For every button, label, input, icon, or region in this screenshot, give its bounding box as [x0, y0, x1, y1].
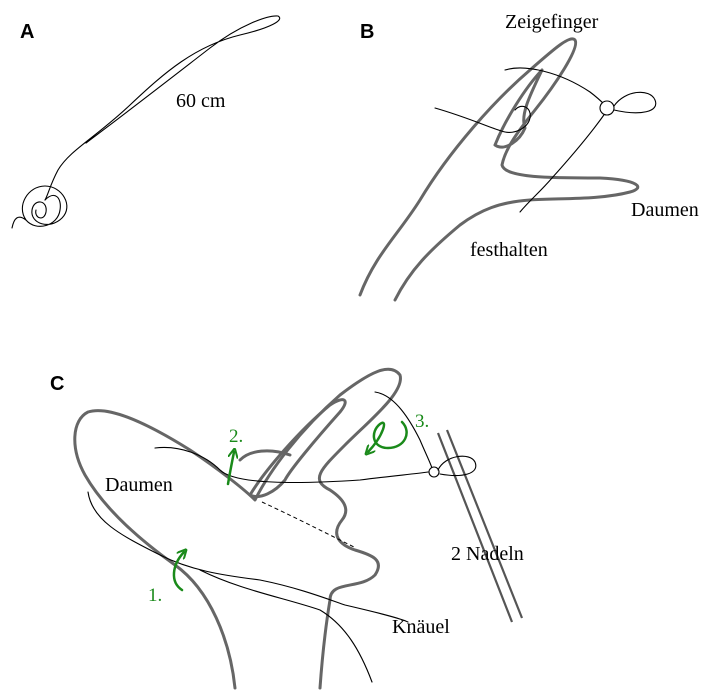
thumb-label-c: Daumen — [105, 474, 173, 496]
step-3-label: 3. — [415, 411, 429, 432]
slip-knot-c — [429, 467, 439, 477]
yarn-ball-coil — [12, 186, 67, 228]
slip-knot-loop — [614, 92, 656, 112]
yarn-tail-strand — [45, 16, 280, 200]
index-finger-label: Zeigefinger — [505, 11, 599, 33]
step-2-label: 2. — [229, 426, 243, 447]
thumb-label-b: Daumen — [631, 199, 699, 221]
step-1-label: 1. — [148, 585, 162, 606]
needles-label: 2 Nadeln — [451, 543, 524, 565]
needle-2 — [447, 430, 522, 618]
length-label: 60 cm — [176, 90, 226, 112]
panel-b: B Zeigefinger Daumen festhalten — [360, 11, 699, 300]
panel-c-label: C — [50, 373, 64, 395]
step-3-arrow — [368, 422, 407, 452]
slip-knot-loop-c — [438, 456, 476, 475]
slip-knot — [600, 101, 614, 115]
panel-b-label: B — [360, 21, 374, 43]
yarn-over-thumb-c — [88, 492, 408, 622]
panel-c: C 1. 2. 3. Daumen 2 Nadeln Knäuel — [50, 369, 524, 688]
panel-a: A 60 cm — [12, 16, 280, 228]
ball-label: Knäuel — [392, 616, 450, 638]
panel-a-label: A — [20, 21, 34, 43]
hold-label: festhalten — [470, 239, 548, 261]
